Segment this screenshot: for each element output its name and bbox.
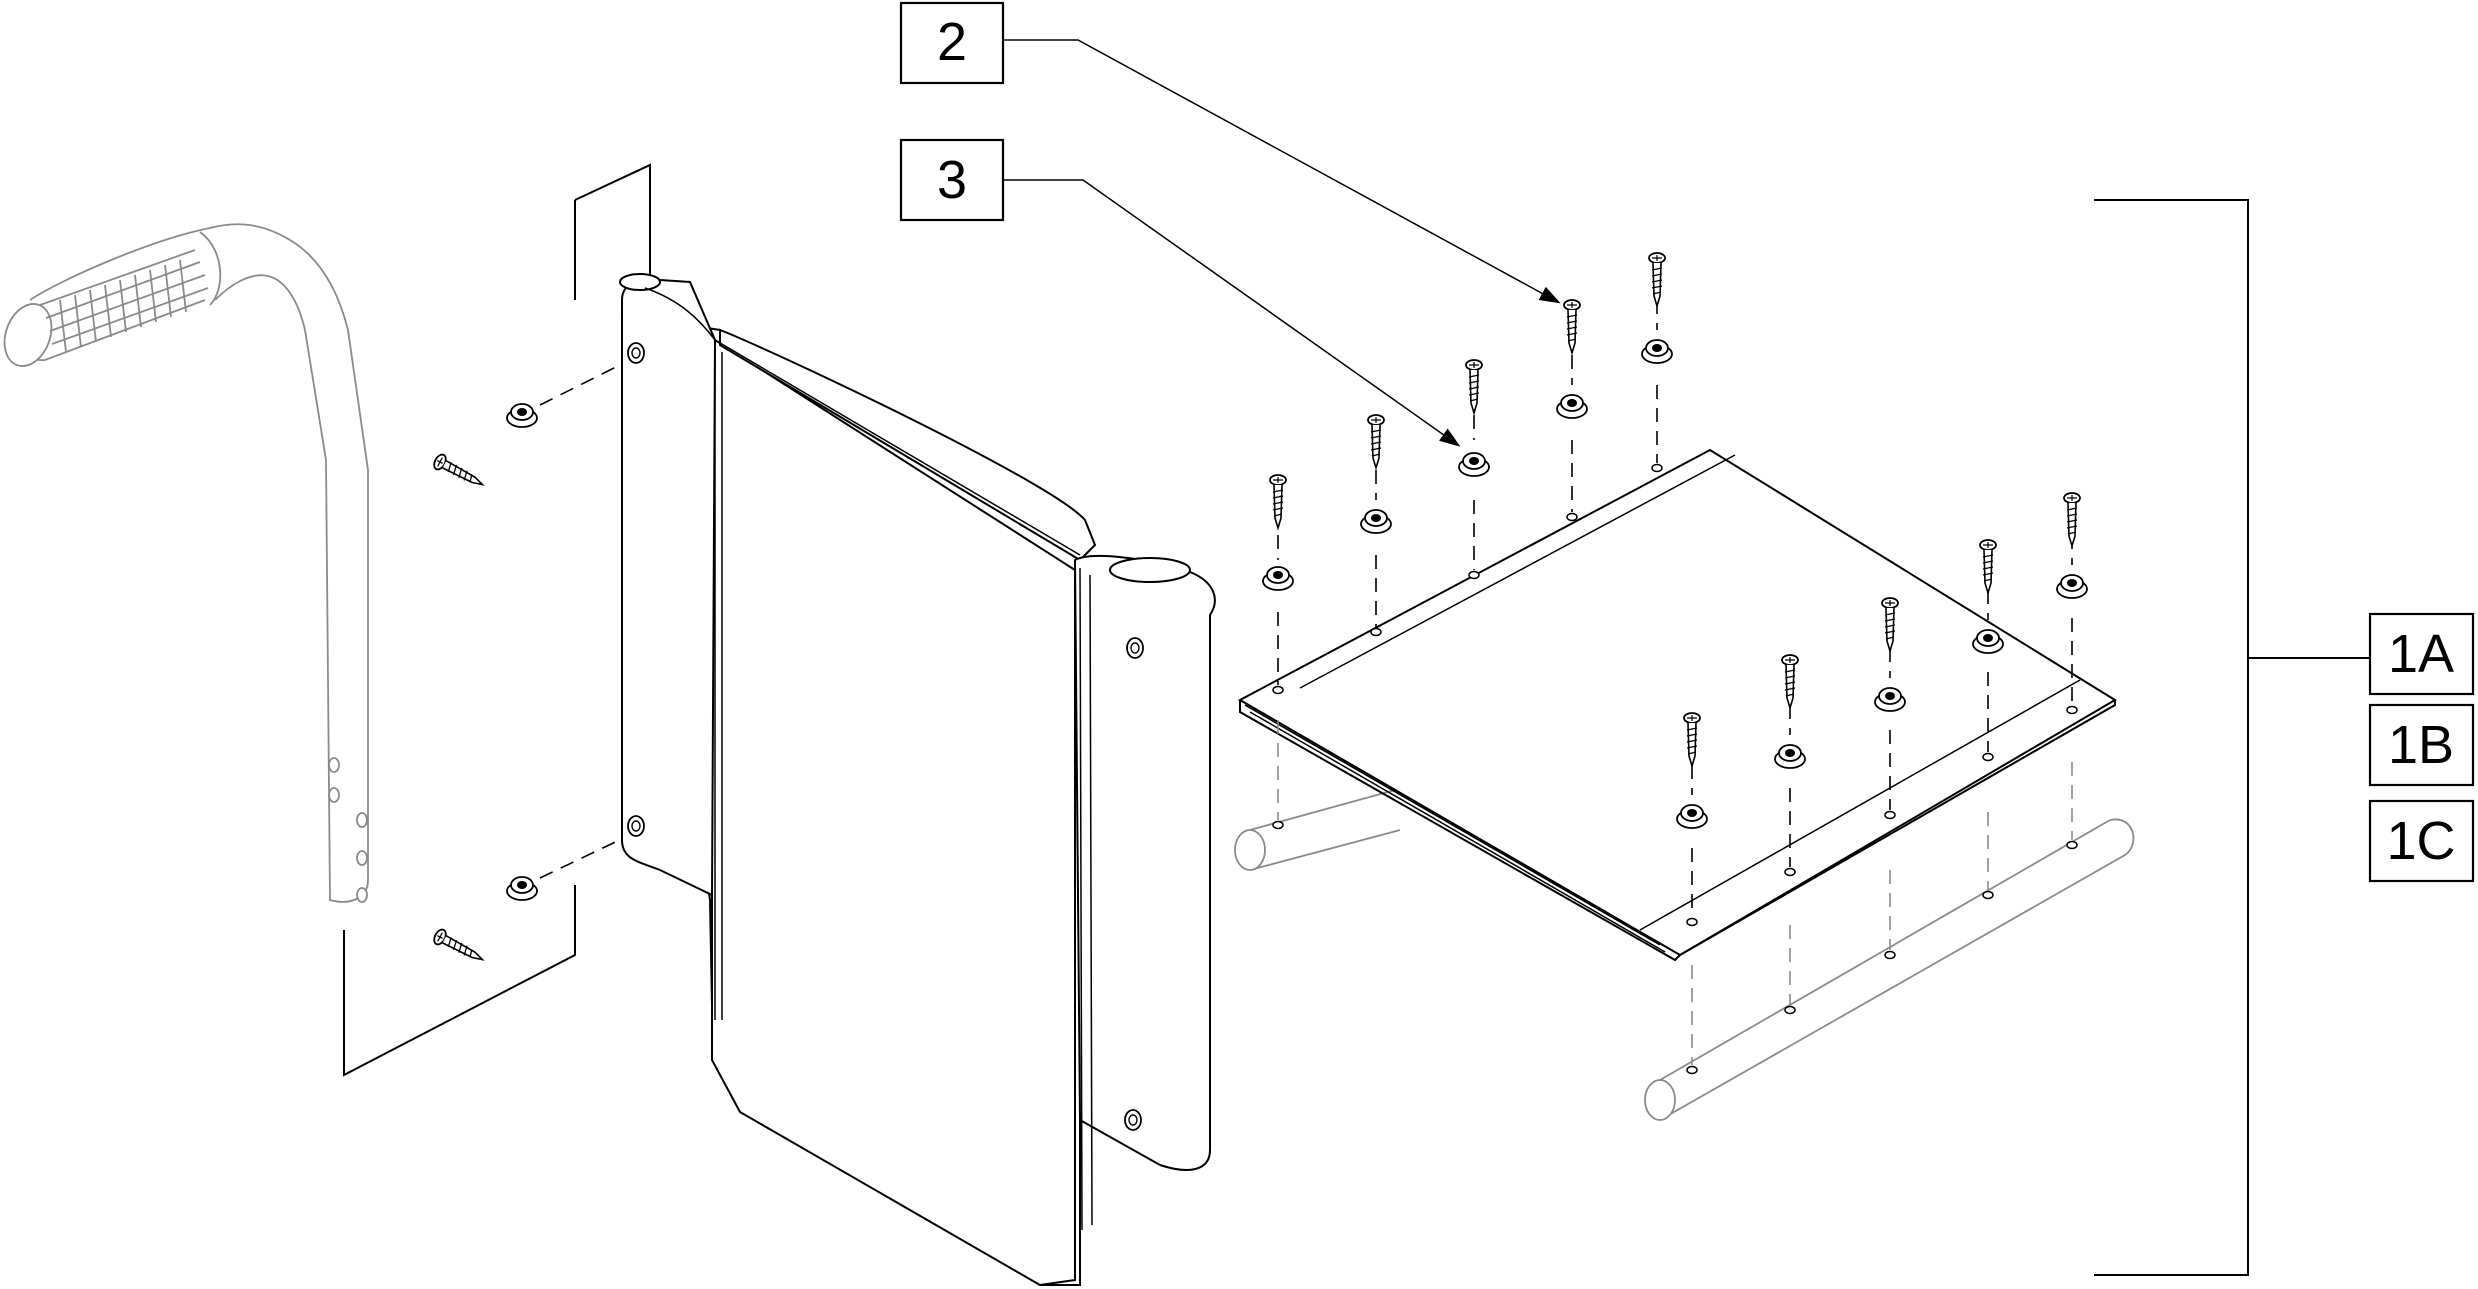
callout-label-3: 3 <box>937 150 967 210</box>
callout-3: 3 <box>899 138 1005 222</box>
armrest-pad <box>619 273 1216 1287</box>
callout-label-1c: 1C <box>2386 811 2455 871</box>
callout-label-1b: 1B <box>2388 715 2454 775</box>
callout-label-1a: 1A <box>2388 624 2454 684</box>
fastener-alignment-lines <box>1277 300 2073 1065</box>
callout-leaders <box>1003 39 2370 1276</box>
armrest-lower-fastener <box>430 834 631 968</box>
ghost-support-tubes <box>1234 789 2135 1121</box>
callout-2: 2 <box>899 1 1005 85</box>
callout-1a: 1A <box>2368 612 2475 696</box>
plate <box>1237 448 2117 962</box>
callout-label-2: 2 <box>937 12 967 72</box>
callout-1b: 1B <box>2368 703 2475 787</box>
armrest-tube <box>3 223 369 903</box>
callout-1c: 1C <box>2368 799 2475 883</box>
armrest-upper-fastener <box>430 359 631 493</box>
armrest-leader-lines <box>343 163 651 1077</box>
